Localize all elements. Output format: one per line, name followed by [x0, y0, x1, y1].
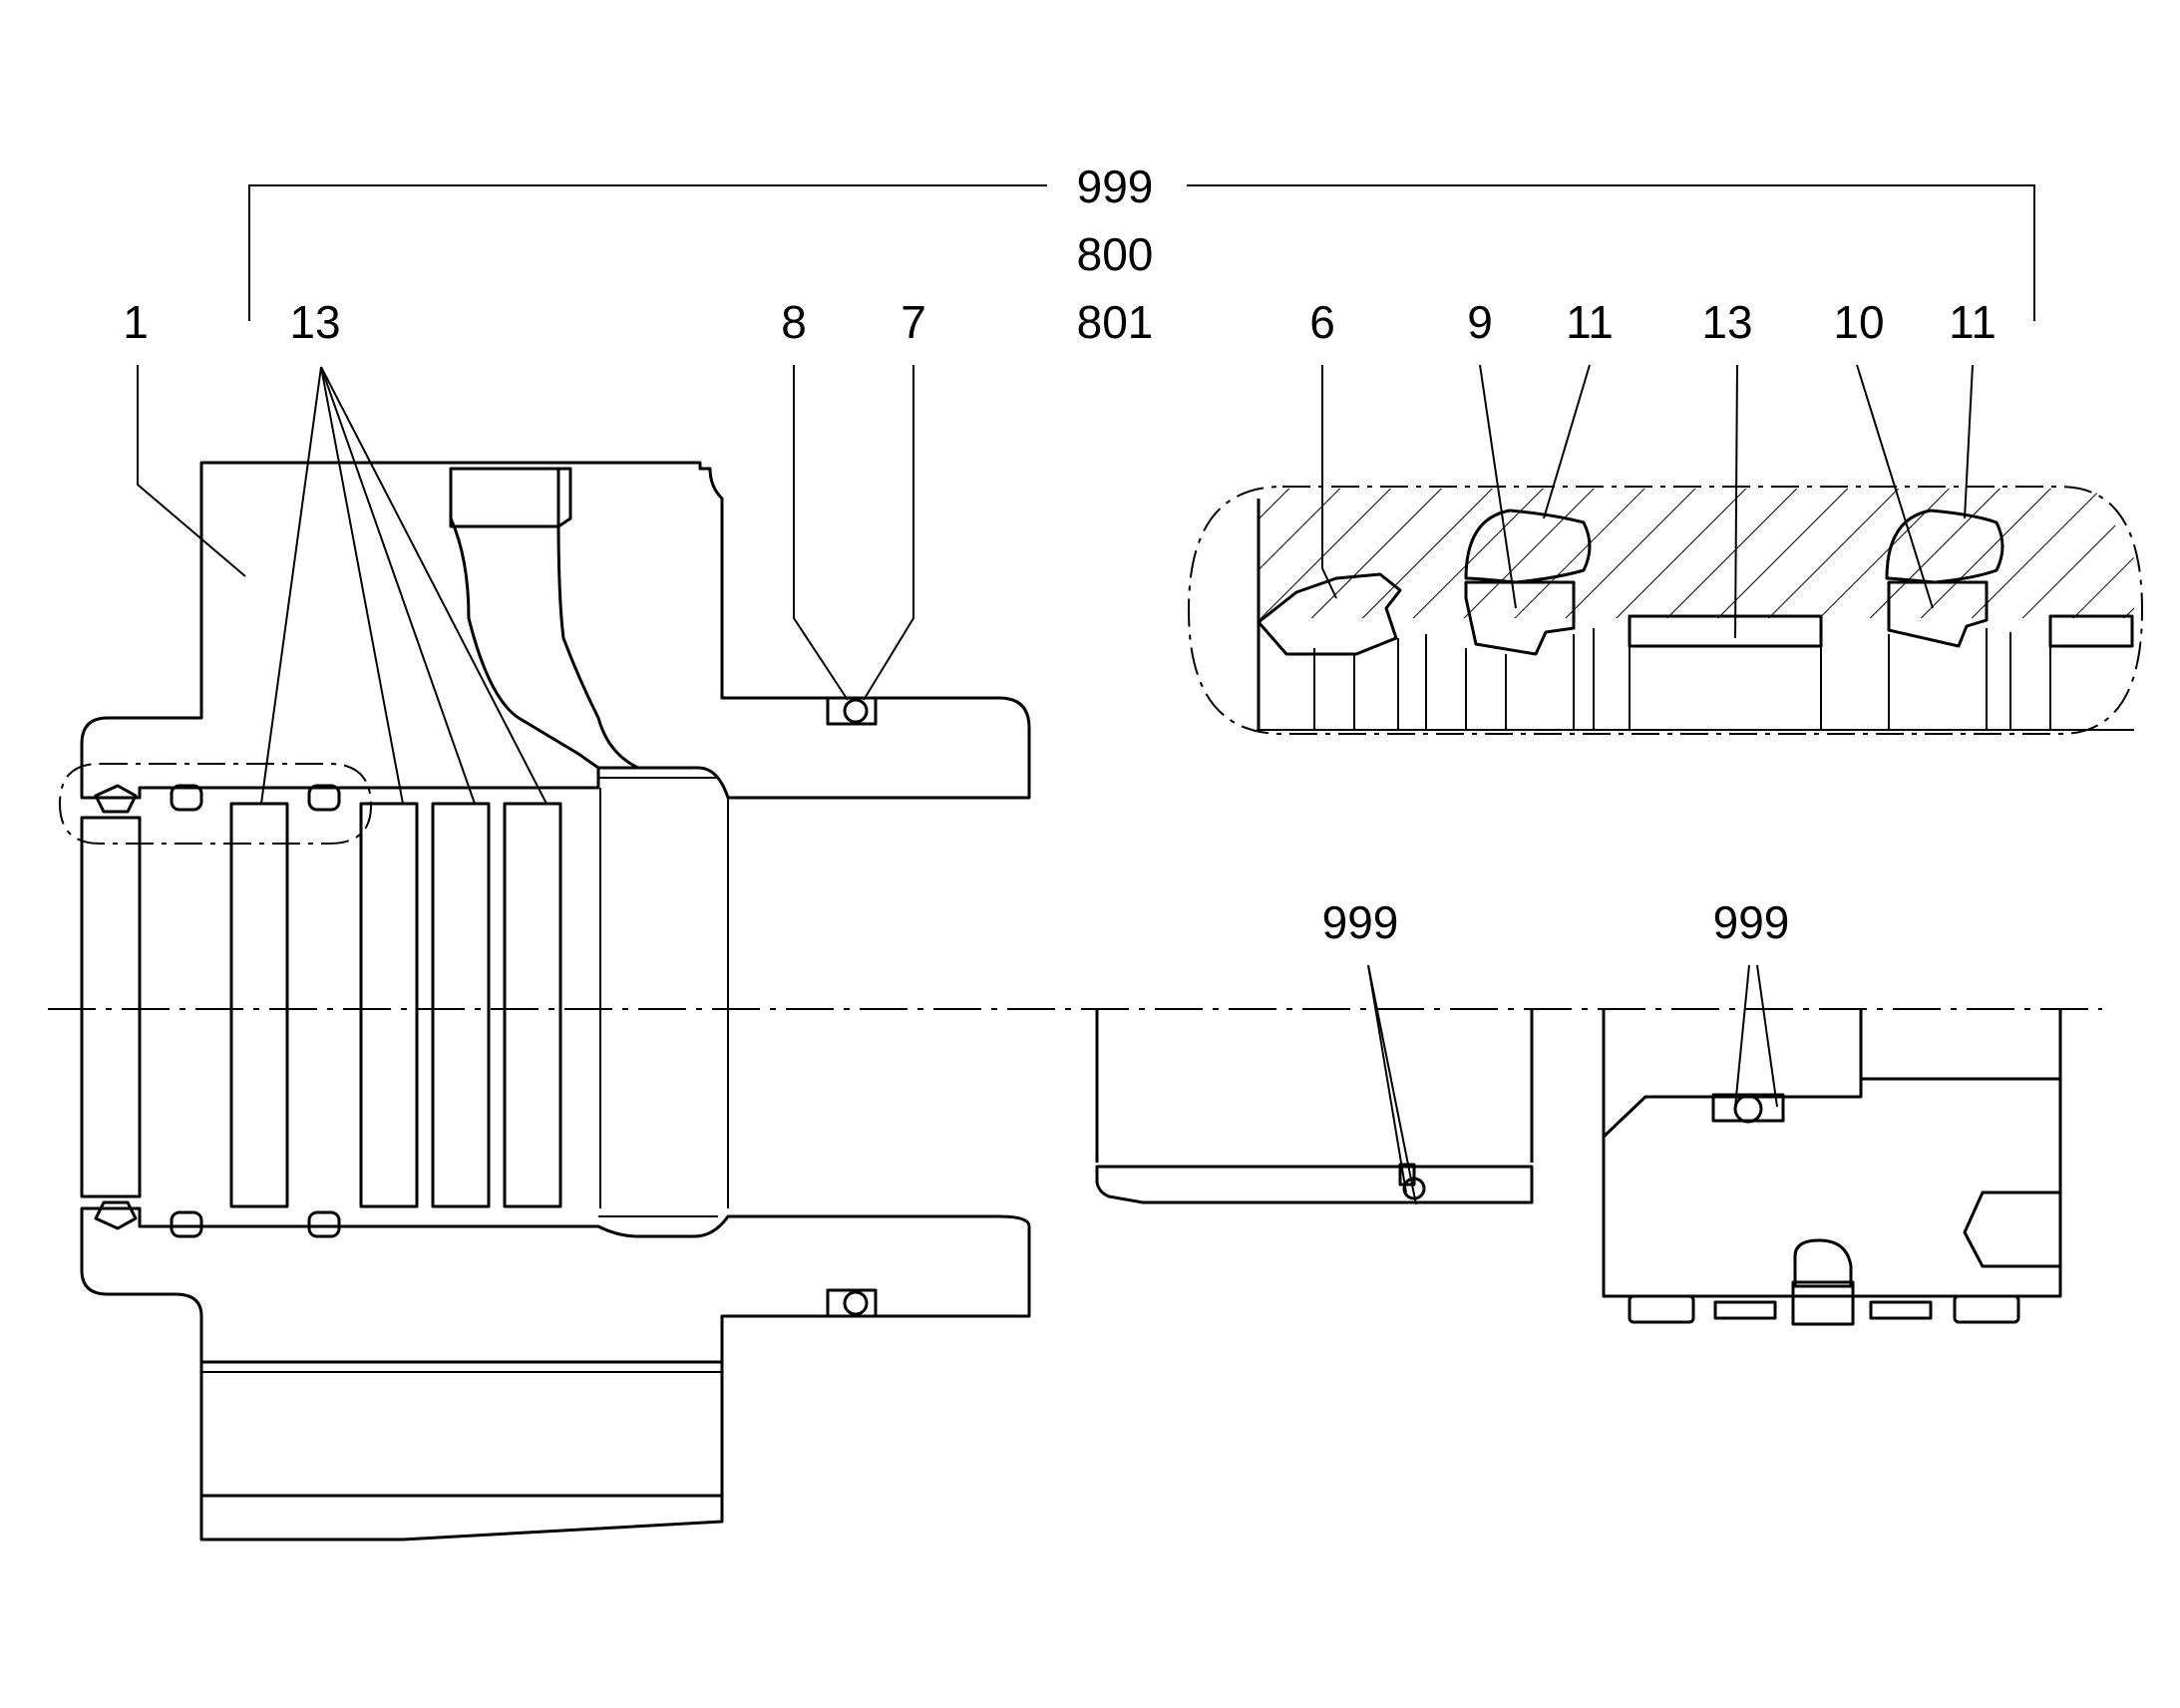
guide-band-13 — [1628, 614, 1823, 648]
guide-ring-13c — [431, 802, 491, 1208]
o-ring-7-8 — [826, 696, 878, 1318]
label-assembly-999: 999 — [1077, 161, 1154, 212]
detail-marker — [58, 763, 373, 845]
back-up-ring-9 — [1464, 580, 1576, 656]
label-part-11-a: 11 — [1566, 296, 1614, 348]
label-part-6: 6 — [1309, 296, 1335, 348]
o-ring-11-a — [1464, 509, 1592, 584]
back-up-ring-10 — [1887, 580, 1989, 648]
leader-lines — [137, 364, 1974, 1205]
housing-section — [80, 461, 1031, 1541]
o-ring-b — [307, 784, 341, 812]
ring-section-view — [1095, 1009, 1534, 1204]
wiper-top — [94, 784, 138, 814]
label-ref-999-right: 999 — [1713, 896, 1790, 948]
label-part-11-b: 11 — [1949, 296, 1997, 348]
label-part-1: 1 — [123, 296, 149, 348]
o-ring-a — [170, 784, 203, 812]
guide-ring-13d — [503, 802, 562, 1208]
label-part-7: 7 — [901, 296, 926, 348]
o-ring-c — [170, 1210, 203, 1238]
guide-ring-13b — [359, 802, 419, 1208]
o-ring-11-b — [1885, 509, 2004, 584]
bore-seals — [94, 784, 562, 1238]
assembly-bracket — [248, 184, 2035, 321]
wiper-bottom — [94, 1200, 138, 1230]
o-ring-top — [826, 696, 878, 726]
piston-section-view — [1602, 1009, 2062, 1326]
o-ring-d — [307, 1210, 341, 1238]
label-part-9: 9 — [1467, 296, 1493, 348]
seal-detail-view — [1187, 486, 2144, 735]
label-assembly-800: 800 — [1077, 228, 1154, 280]
label-assembly-801: 801 — [1077, 296, 1154, 348]
guide-ring-13a — [229, 802, 289, 1208]
label-ref-999-mid: 999 — [1322, 896, 1399, 948]
wiper-6 — [1257, 572, 1402, 656]
label-part-10: 10 — [1833, 296, 1884, 348]
label-part-13-right: 13 — [1701, 296, 1752, 348]
label-part-8: 8 — [781, 296, 807, 348]
o-ring-bottom — [826, 1288, 878, 1318]
label-part-13-left: 13 — [289, 296, 340, 348]
